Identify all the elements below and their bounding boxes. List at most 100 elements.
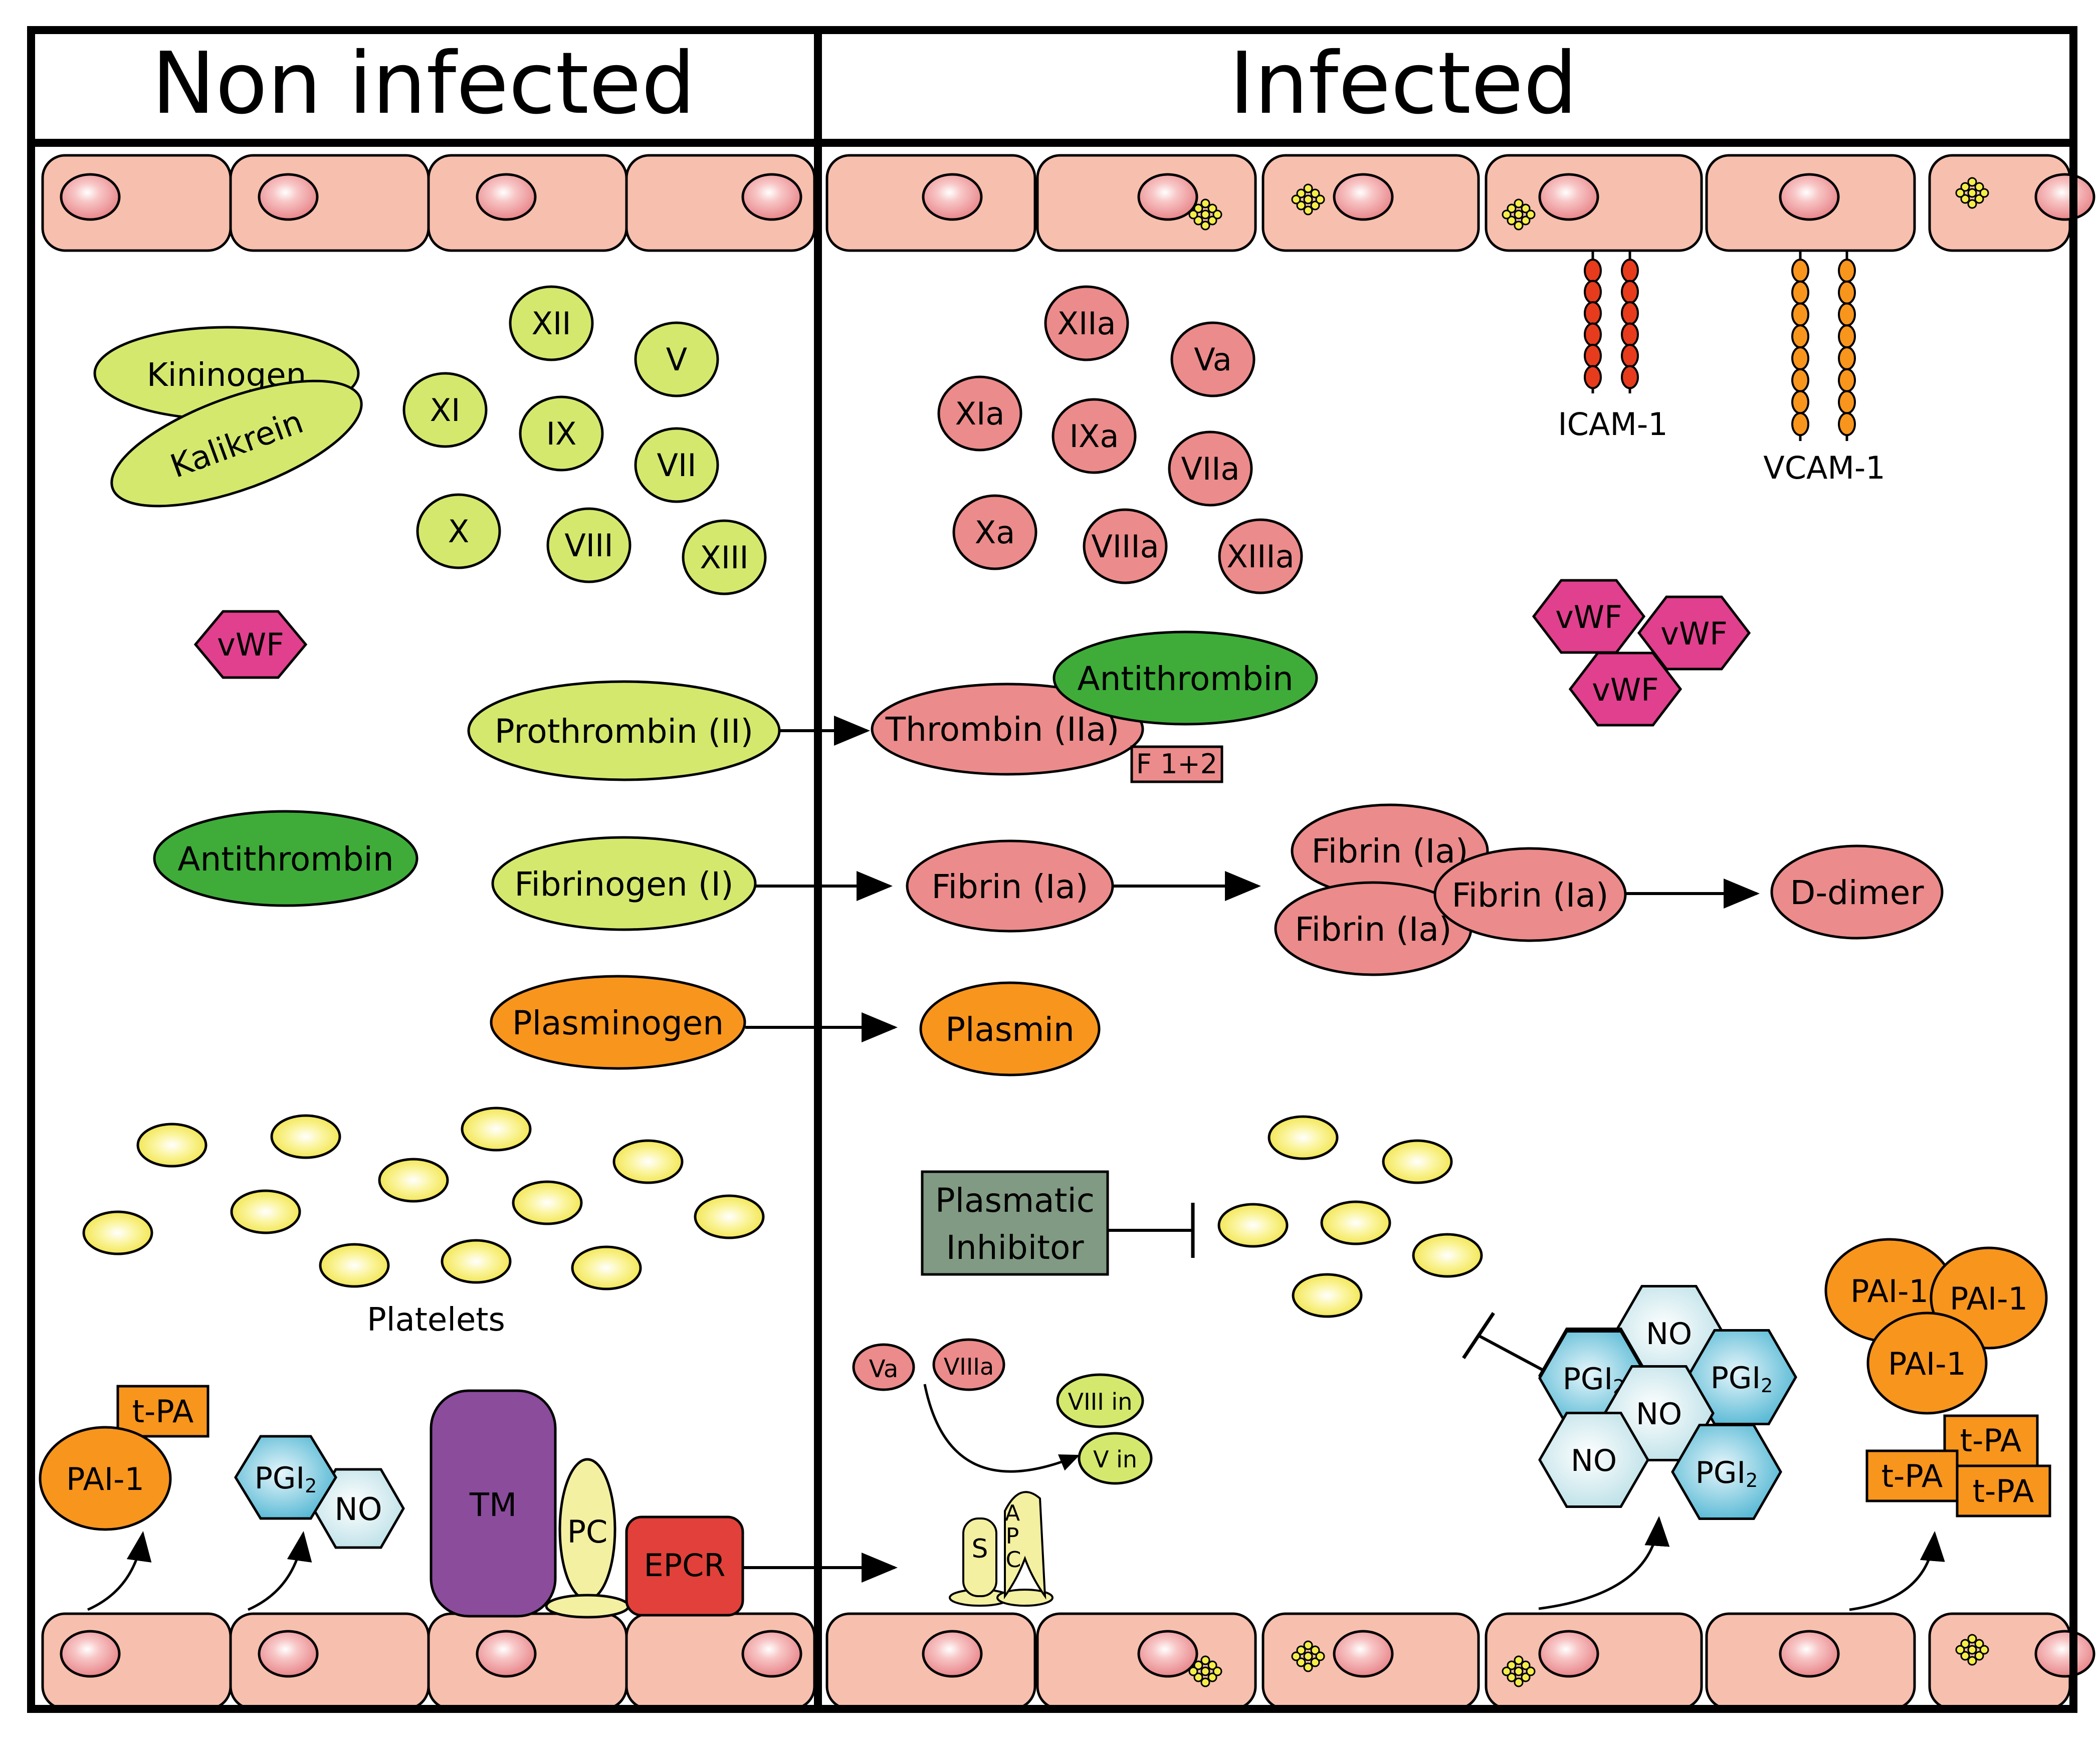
- svg-text:vWF: vWF: [1592, 672, 1659, 708]
- cell-nucleus: [741, 173, 802, 221]
- pgi2-hexagon-left: PGI2: [234, 1435, 337, 1520]
- antithrombin-right: Antithrombin: [1053, 630, 1318, 726]
- protein-c: PC: [545, 1458, 630, 1619]
- pai1-left: PAI-1: [39, 1426, 172, 1531]
- endothelial-cell: [1036, 154, 1257, 252]
- cell-nucleus: [1333, 173, 1394, 221]
- factor-label: XIIa: [1057, 305, 1116, 342]
- platelet: [230, 1189, 301, 1234]
- title-non-infected: Non infected: [152, 34, 696, 133]
- factor-label: Xa: [975, 514, 1015, 551]
- platelet: [612, 1139, 684, 1184]
- pgi2-release-arrow: [247, 1531, 312, 1611]
- fibrin-cluster-2: Fibrin (Ia): [1433, 847, 1627, 942]
- endothelial-cell: [41, 1612, 232, 1710]
- svg-text:PAI-1: PAI-1: [1950, 1280, 2028, 1317]
- svg-text:Thrombin (IIa): Thrombin (IIa): [885, 710, 1119, 749]
- no-hexagon-left: NO: [312, 1468, 405, 1549]
- activated-factor-xa: Xa: [952, 494, 1037, 570]
- cell-nucleus: [922, 173, 983, 221]
- tpa-box-right-3: t-PA: [1956, 1464, 2051, 1517]
- svg-text:EPCR: EPCR: [644, 1547, 726, 1584]
- kalikrein: Kalikrein: [110, 379, 363, 508]
- cell-nucleus: [922, 1630, 983, 1678]
- pgi2-no-cluster: NONOPGI2PGI2NONOPGI2: [1538, 1285, 1797, 1520]
- factor-xii: XII: [509, 285, 594, 361]
- title-infected: Infected: [1229, 34, 1578, 133]
- fibrinogen: Fibrinogen (I): [491, 836, 757, 931]
- svg-text:D-dimer: D-dimer: [1790, 874, 1925, 912]
- granules-icon: [1188, 1655, 1222, 1687]
- cell-nucleus: [2034, 173, 2095, 221]
- plasmin: Plasmin: [919, 981, 1101, 1076]
- granules-icon: [1502, 1655, 1536, 1687]
- outer-frame: [27, 26, 2077, 1713]
- cell-nucleus: [1779, 1630, 1840, 1678]
- svg-text:PAI-1: PAI-1: [1850, 1273, 1929, 1310]
- svg-text:PAI-1: PAI-1: [66, 1461, 144, 1497]
- platelets-label: Platelets: [367, 1301, 505, 1339]
- endothelial-cell: [825, 154, 1036, 252]
- factor-label: IX: [546, 415, 577, 452]
- svg-text:VIIIa: VIIIa: [944, 1353, 994, 1380]
- factor-label: VIIa: [1181, 451, 1240, 487]
- platelet: [1382, 1139, 1453, 1184]
- svg-text:Va: Va: [869, 1355, 899, 1383]
- svg-text:PGI2: PGI2: [1711, 1361, 1773, 1397]
- endothelial-cell: [625, 1612, 816, 1710]
- platelet: [270, 1114, 341, 1159]
- svg-text:V in: V in: [1093, 1446, 1137, 1473]
- endothelial-cell: [1705, 154, 1916, 252]
- factor-label: XIIIa: [1226, 538, 1294, 575]
- cell-nucleus: [1137, 1630, 1198, 1678]
- v-in: V in: [1078, 1432, 1153, 1485]
- pai1-release-arrow: [87, 1531, 152, 1611]
- svg-text:NO: NO: [334, 1491, 382, 1528]
- svg-text:Fibrin (Ia): Fibrin (Ia): [931, 867, 1088, 906]
- icam-label: ICAM-1: [1558, 406, 1667, 443]
- adhesion-chain: [1791, 251, 1809, 441]
- d-dimer: D-dimer: [1770, 844, 1944, 940]
- granules-icon: [1291, 183, 1325, 215]
- endothelial-cell: [1928, 1612, 2095, 1710]
- vwf-hexagon-right-3: vWF: [1568, 651, 1683, 727]
- endothelial-cell: [1262, 1612, 1480, 1710]
- pai1-right-1: PAI-1: [1824, 1238, 1955, 1343]
- svg-text:C: C: [1006, 1547, 1021, 1573]
- fibrin: Fibrin (Ia): [906, 839, 1114, 933]
- factor-x: X: [416, 493, 501, 569]
- svg-text:Inhibitor: Inhibitor: [946, 1228, 1084, 1267]
- plasminogen: Plasminogen: [490, 975, 746, 1070]
- platelet: [512, 1180, 583, 1225]
- right-platelets: [1217, 1115, 1483, 1318]
- plasmatic-inhibitor: Plasmatic Inhibitor: [921, 1170, 1109, 1276]
- cell-nucleus: [476, 173, 537, 221]
- endothelial-cell: [825, 1612, 1036, 1710]
- endothelial-cell: [229, 154, 430, 252]
- factor-label: VIII: [564, 527, 613, 564]
- endothelial-cell: [1705, 1612, 1916, 1710]
- adhesion-chain: [1838, 251, 1856, 441]
- platelet: [571, 1245, 642, 1290]
- endothelial-cell: [1485, 154, 1703, 252]
- svg-text:PAI-1: PAI-1: [1888, 1346, 1966, 1382]
- svg-text:vWF: vWF: [1660, 615, 1728, 652]
- svg-text:vWF: vWF: [1555, 599, 1622, 635]
- activated-factor-viia: VIIa: [1168, 430, 1253, 507]
- factor-label: XI: [430, 392, 461, 428]
- platelet: [1292, 1273, 1363, 1318]
- factor-label: IXa: [1070, 418, 1119, 455]
- factor-ix: IX: [519, 395, 604, 472]
- svg-text:PGI2: PGI2: [1696, 1455, 1758, 1491]
- factor-label: X: [448, 513, 469, 550]
- platelet: [1412, 1233, 1483, 1278]
- svg-text:NO: NO: [1646, 1317, 1692, 1352]
- epcr: EPCR: [625, 1515, 744, 1617]
- viiia-small: VIIIa: [932, 1338, 1005, 1391]
- factor-vii: VII: [634, 427, 719, 503]
- platelet: [441, 1239, 512, 1284]
- cell-nucleus: [1779, 173, 1840, 221]
- factor-label: V: [666, 341, 687, 378]
- svg-text:S: S: [971, 1534, 988, 1564]
